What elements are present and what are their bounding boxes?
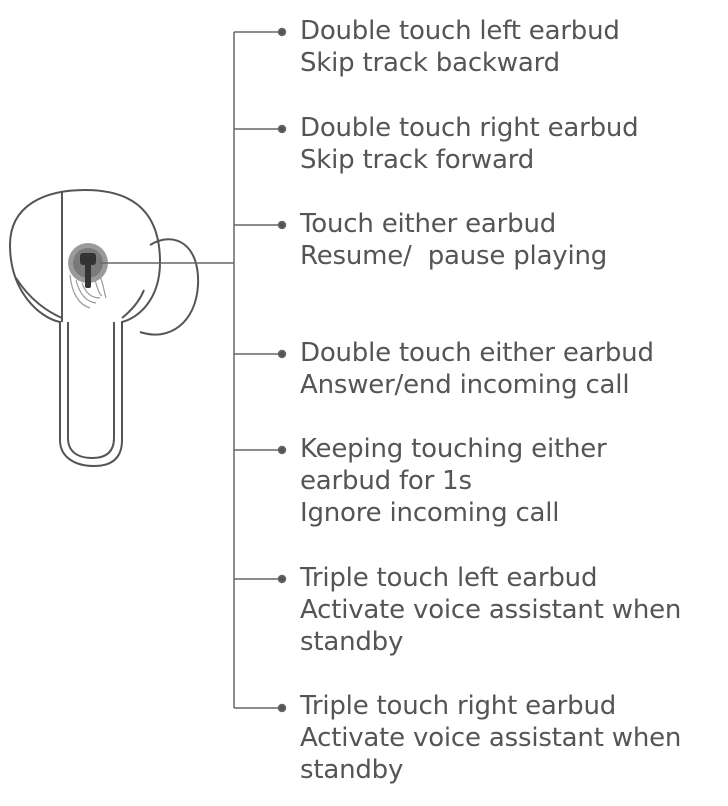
callout-keep-touching: Keeping touching either earbud for 1s Ig… bbox=[300, 433, 607, 529]
callout-double-touch-either: Double touch either earbud Answer/end in… bbox=[300, 337, 654, 401]
callout-touch-either: Touch either earbud Resume/ pause playin… bbox=[300, 208, 607, 272]
callout-title: Triple touch right earbud bbox=[300, 691, 617, 721]
callout-double-touch-left: Double touch left earbud Skip track back… bbox=[300, 15, 620, 79]
callout-action: Answer/end incoming call bbox=[300, 370, 630, 400]
callout-title: Double touch right earbud bbox=[300, 113, 639, 143]
callout-title: Touch either earbud bbox=[300, 209, 557, 239]
fingerprint-icon bbox=[69, 274, 107, 309]
touch-zone bbox=[68, 243, 108, 309]
earbud-stem-inner bbox=[67, 322, 115, 460]
callout-action: Activate voice assistant when bbox=[300, 723, 682, 753]
earbud-head-shadow-right bbox=[121, 289, 145, 319]
touch-sensor-icon bbox=[85, 262, 91, 288]
earbud-head bbox=[8, 188, 162, 468]
callout-action-cont: standby bbox=[300, 627, 404, 657]
callout-action: Ignore incoming call bbox=[300, 498, 560, 528]
callout-title: Double touch left earbud bbox=[300, 16, 620, 46]
ear-tip bbox=[139, 238, 200, 336]
callout-action: Skip track backward bbox=[300, 48, 560, 78]
callout-title-cont: earbud for 1s bbox=[300, 466, 472, 496]
callout-action: Skip track forward bbox=[300, 145, 535, 175]
callout-action: Resume/ pause playing bbox=[300, 241, 608, 271]
leader-lines bbox=[234, 27, 287, 713]
callout-title: Double touch either earbud bbox=[300, 338, 654, 368]
callout-title: Keeping touching either bbox=[300, 434, 607, 464]
earbud-illustration bbox=[8, 188, 200, 468]
earbud-head-shadow bbox=[15, 277, 63, 319]
callout-triple-touch-left: Triple touch left earbud Activate voice … bbox=[300, 562, 681, 658]
callout-triple-touch-right: Triple touch right earbud Activate voice… bbox=[300, 690, 681, 786]
callout-title: Triple touch left earbud bbox=[300, 563, 598, 593]
callout-action: Activate voice assistant when bbox=[300, 595, 682, 625]
callout-action-cont: standby bbox=[300, 755, 404, 785]
callout-double-touch-right: Double touch right earbud Skip track for… bbox=[300, 112, 639, 176]
